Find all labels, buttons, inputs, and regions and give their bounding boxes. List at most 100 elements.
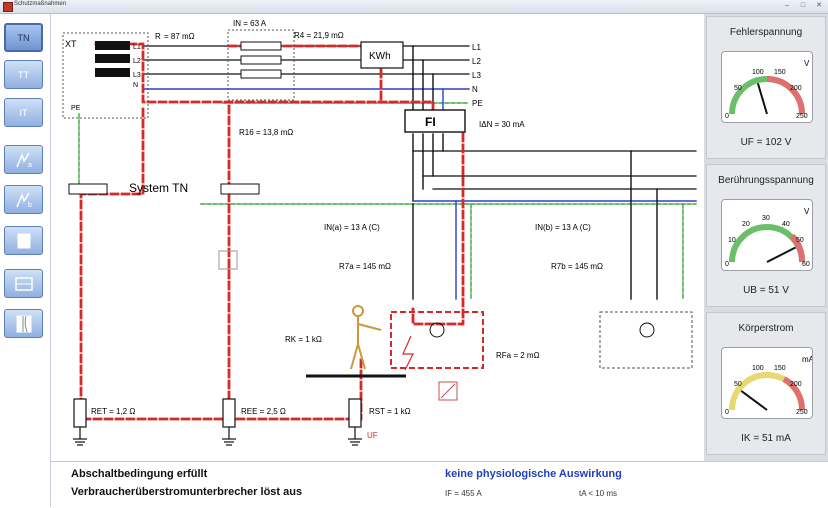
meter-value: UB = 51 V <box>743 285 789 296</box>
r1-label: R <box>155 32 161 41</box>
l2-label: L2 <box>472 57 481 66</box>
ta-value: tA < 10 ms <box>579 489 618 498</box>
title-bar: Schutzmaßnahmen – □ ✕ <box>0 0 828 14</box>
gauge: V 0 50 100 150 200 250 <box>721 51 813 123</box>
svg-text:60: 60 <box>802 261 810 268</box>
lightning-b-icon: b <box>15 192 32 209</box>
square-button[interactable] <box>4 226 43 255</box>
gauge-dial: V 0 10 20 30 40 50 60 <box>725 207 810 268</box>
system-label: System TN <box>129 181 188 195</box>
r7b-label: R7b = 145 mΩ <box>551 262 603 271</box>
svg-text:50: 50 <box>734 85 742 92</box>
status-bar: Abschaltbedingung erfüllt Verbraucherübe… <box>51 461 828 508</box>
xt-l3-label: L3 <box>133 72 141 79</box>
panel-button[interactable] <box>4 309 43 338</box>
svg-text:150: 150 <box>774 365 786 372</box>
svg-text:150: 150 <box>774 69 786 76</box>
xt-transformer-box <box>62 32 149 119</box>
lamp-a-icon <box>429 322 445 338</box>
fuse-box <box>227 29 295 101</box>
close-button[interactable]: ✕ <box>816 2 822 9</box>
window-title: Schutzmaßnahmen <box>14 1 67 7</box>
svg-text:V: V <box>804 59 810 68</box>
svg-text:30: 30 <box>762 215 770 222</box>
minimize-button[interactable]: – <box>785 2 789 9</box>
it-system-button[interactable]: IT <box>4 98 43 127</box>
tn-system-button[interactable]: TN <box>4 23 43 52</box>
it-label: IT <box>19 107 28 118</box>
meters-panel: Fehlerspannung V 0 50 100 150 200 250 UF… <box>704 14 828 461</box>
lightning-a-icon: a <box>15 152 32 169</box>
panel-icon <box>16 315 31 332</box>
lamp-b-icon <box>639 322 655 338</box>
r1-value: = 87 mΩ <box>164 32 195 41</box>
r16-label: R16 = 13,8 mΩ <box>239 128 293 137</box>
xt-n-label: N <box>133 82 138 89</box>
kwh-meter <box>360 41 404 69</box>
xt-label: XT <box>65 39 77 49</box>
tn-label: TN <box>17 32 30 43</box>
body-current-meter: Körperstrom mA 0 50 100 150 200 250 IK =… <box>706 312 826 455</box>
svg-text:250: 250 <box>796 409 808 416</box>
fault-voltage-meter: Fehlerspannung V 0 50 100 150 200 250 UF… <box>706 16 826 159</box>
xt-pe-label: PE <box>71 105 81 112</box>
uf-label: UF <box>367 431 378 440</box>
rfa-label: RFa = 2 mΩ <box>496 351 540 360</box>
inb-label: IN(b) = 13 A (C) <box>535 223 591 232</box>
load-a-box <box>390 311 484 369</box>
svg-text:10: 10 <box>728 237 736 244</box>
tt-label: TT <box>18 69 29 80</box>
svg-text:50: 50 <box>796 237 804 244</box>
meter-title: Berührungsspannung <box>718 175 814 186</box>
fault-a-button[interactable]: a <box>4 145 43 174</box>
wiring <box>78 42 697 421</box>
app-icon <box>3 2 13 12</box>
ina-label: IN(a) = 13 A (C) <box>324 223 380 232</box>
svg-text:100: 100 <box>752 69 764 76</box>
device-icon <box>14 276 33 291</box>
gauge: mA 0 50 100 150 200 250 <box>721 347 815 419</box>
meter-value: IK = 51 mA <box>741 433 791 444</box>
status-line2: Verbraucherüberstromunterbrecher löst au… <box>71 486 303 498</box>
lightning-icon <box>402 335 414 371</box>
l1-label: L1 <box>472 43 481 52</box>
svg-text:250: 250 <box>796 113 808 120</box>
xt-l2-label: L2 <box>133 58 141 65</box>
svg-text:0: 0 <box>725 409 729 416</box>
touch-voltage-meter: Berührungsspannung V 0 10 20 30 40 50 60… <box>706 164 826 307</box>
gauge-dial: V 0 50 100 150 200 250 <box>725 59 810 120</box>
maximize-button[interactable]: □ <box>800 2 806 9</box>
kwh-label: KWh <box>369 51 391 62</box>
indicator-box <box>438 381 458 401</box>
fault-b-button[interactable]: b <box>4 185 43 214</box>
ret-label: RET = 1,2 Ω <box>91 407 135 416</box>
svg-text:b: b <box>28 202 32 209</box>
meter-value: UF = 102 V <box>740 137 792 148</box>
svg-text:200: 200 <box>790 85 802 92</box>
fi-label: FI <box>425 115 436 129</box>
pe-label: PE <box>472 99 483 108</box>
square-icon <box>17 233 30 248</box>
tt-system-button[interactable]: TT <box>4 60 43 89</box>
svg-text:40: 40 <box>782 221 790 228</box>
if-value: IF = 455 A <box>445 489 482 498</box>
svg-text:0: 0 <box>725 261 729 268</box>
r7a-label: R7a = 145 mΩ <box>339 262 391 271</box>
circuit-diagram: XT L1 L2 L3 N PE R = 87 mΩ IN = 63 A R4 … <box>62 19 697 446</box>
xt-l1-label: L1 <box>133 44 141 51</box>
status-line1: Abschaltbedingung erfüllt <box>71 468 208 480</box>
svg-text:50: 50 <box>734 381 742 388</box>
sidebar: TN TT IT a b <box>0 14 51 507</box>
rk-label: RK = 1 kΩ <box>285 335 322 344</box>
svg-text:mA: mA <box>802 355 812 364</box>
svg-text:V: V <box>804 207 810 216</box>
ground-symbols <box>73 427 362 446</box>
ree-label: REE = 2,5 Ω <box>241 407 286 416</box>
meter-title: Fehlerspannung <box>729 27 803 38</box>
gauge: V 0 10 20 30 40 50 60 <box>721 199 813 271</box>
r4-label: R4 = 21,9 mΩ <box>294 31 344 40</box>
svg-text:20: 20 <box>742 221 750 228</box>
device-button[interactable] <box>4 269 43 298</box>
svg-text:0: 0 <box>725 113 729 120</box>
person-icon <box>350 305 382 370</box>
